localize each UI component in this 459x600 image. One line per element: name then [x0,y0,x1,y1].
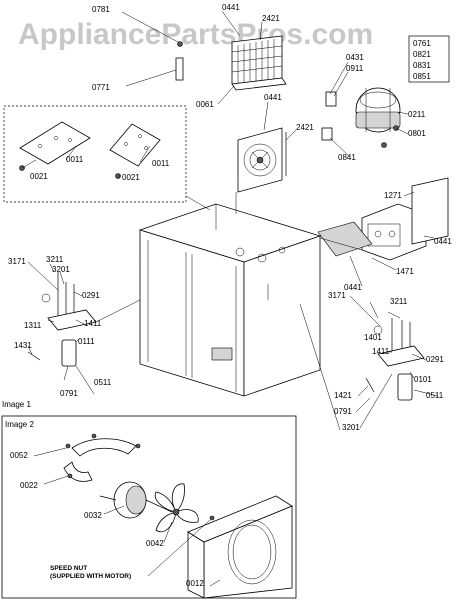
callout-0911: 0911 [346,64,364,73]
callout-1411-left: 1411 [84,319,102,328]
callout-0012: 0012 [186,579,204,588]
overload-part [321,127,333,141]
image2-leader-lines [33,447,221,587]
callout-0011-b: 0011 [152,159,170,168]
leader-lines [21,10,439,431]
control-box [317,177,449,261]
callout-3201-left: 3201 [52,265,70,274]
mounting-bracket-right [109,123,161,179]
bracket-detail-box [3,105,187,203]
condenser-coil [231,35,287,91]
drier-part [175,57,184,81]
callout-0021-b: 0021 [122,173,140,182]
watermark: AppliancePartsPros.com [18,18,373,51]
screw-part [177,41,183,47]
callout-0791-right: 0791 [334,407,352,416]
callout-1471: 1471 [396,267,414,276]
callout-0052: 0052 [10,451,28,460]
fan-motor-bracket [63,433,141,482]
callout-1271: 1271 [384,191,402,200]
callout-0511-left: 0511 [94,378,112,387]
callout-3171-left: 3171 [8,257,26,266]
callout-0441-mid: 0441 [264,93,282,102]
callout-1401: 1401 [364,333,382,342]
callout-0111: 0111 [78,337,95,346]
image2-frame [1,415,297,599]
section-label-image2: Image 2 [5,420,34,429]
fan-motor [99,481,173,519]
callout-1311: 1311 [24,321,42,330]
callout-2421-mid: 2421 [296,123,314,132]
callout-0032: 0032 [84,511,102,520]
callout-0441-top: 0441 [222,3,240,12]
callout-0291-right: 0291 [426,355,444,364]
start-relay-right [365,318,425,401]
callout-0821: 0821 [413,50,431,59]
speed-nut-part [209,515,215,521]
callout-0771: 0771 [92,83,110,92]
callout-labels: 0781 0441 2421 0771 0061 0441 2421 0431 … [8,3,452,588]
fan-shroud [187,495,293,599]
callout-0042: 0042 [146,539,164,548]
relay-part [325,91,337,107]
callout-3201-right: 3201 [342,423,360,432]
callout-0511-right: 0511 [426,391,444,400]
callout-1411-right: 1411 [372,347,390,356]
callout-2421-top: 2421 [262,14,280,23]
callout-0761: 0761 [413,39,431,48]
callout-0011-a: 0011 [66,155,84,164]
callout-3211-right: 3211 [390,297,408,306]
fan-blade [154,483,199,533]
callout-0022: 0022 [20,481,38,490]
condenser-fan-assembly [237,127,287,193]
speed-nut-note-line1: SPEED NUT [50,565,87,572]
callout-0441-right: 0441 [434,237,452,246]
callout-0431: 0431 [346,53,364,62]
callout-0791-left: 0791 [60,389,78,398]
callout-0211: 0211 [408,110,426,119]
callout-0291-left: 0291 [82,291,100,300]
speed-nut-note-line2: (SUPPLIED WITH MOTOR) [50,573,131,580]
callout-0851: 0851 [413,72,431,81]
callout-1421: 1421 [334,391,352,400]
compressor-mount-callouts: 0761 0821 0831 0851 [408,35,450,83]
compressor [355,87,401,148]
callout-1431: 1431 [14,341,32,350]
callout-0781: 0781 [92,5,110,14]
section-label-image1: Image 1 [2,400,31,409]
callout-3171-right: 3171 [328,291,346,300]
callout-0801: 0801 [408,129,426,138]
callout-0101: 0101 [414,375,432,384]
cabinet-housing [138,203,322,397]
callout-0841: 0841 [338,153,356,162]
callout-0021-a: 0021 [30,172,48,181]
callout-0831: 0831 [413,61,431,70]
callout-0441-lower: 0441 [344,283,362,292]
mounting-bracket-left [19,121,91,171]
callout-3211-left: 3211 [46,255,64,264]
callout-0061: 0061 [196,100,214,109]
